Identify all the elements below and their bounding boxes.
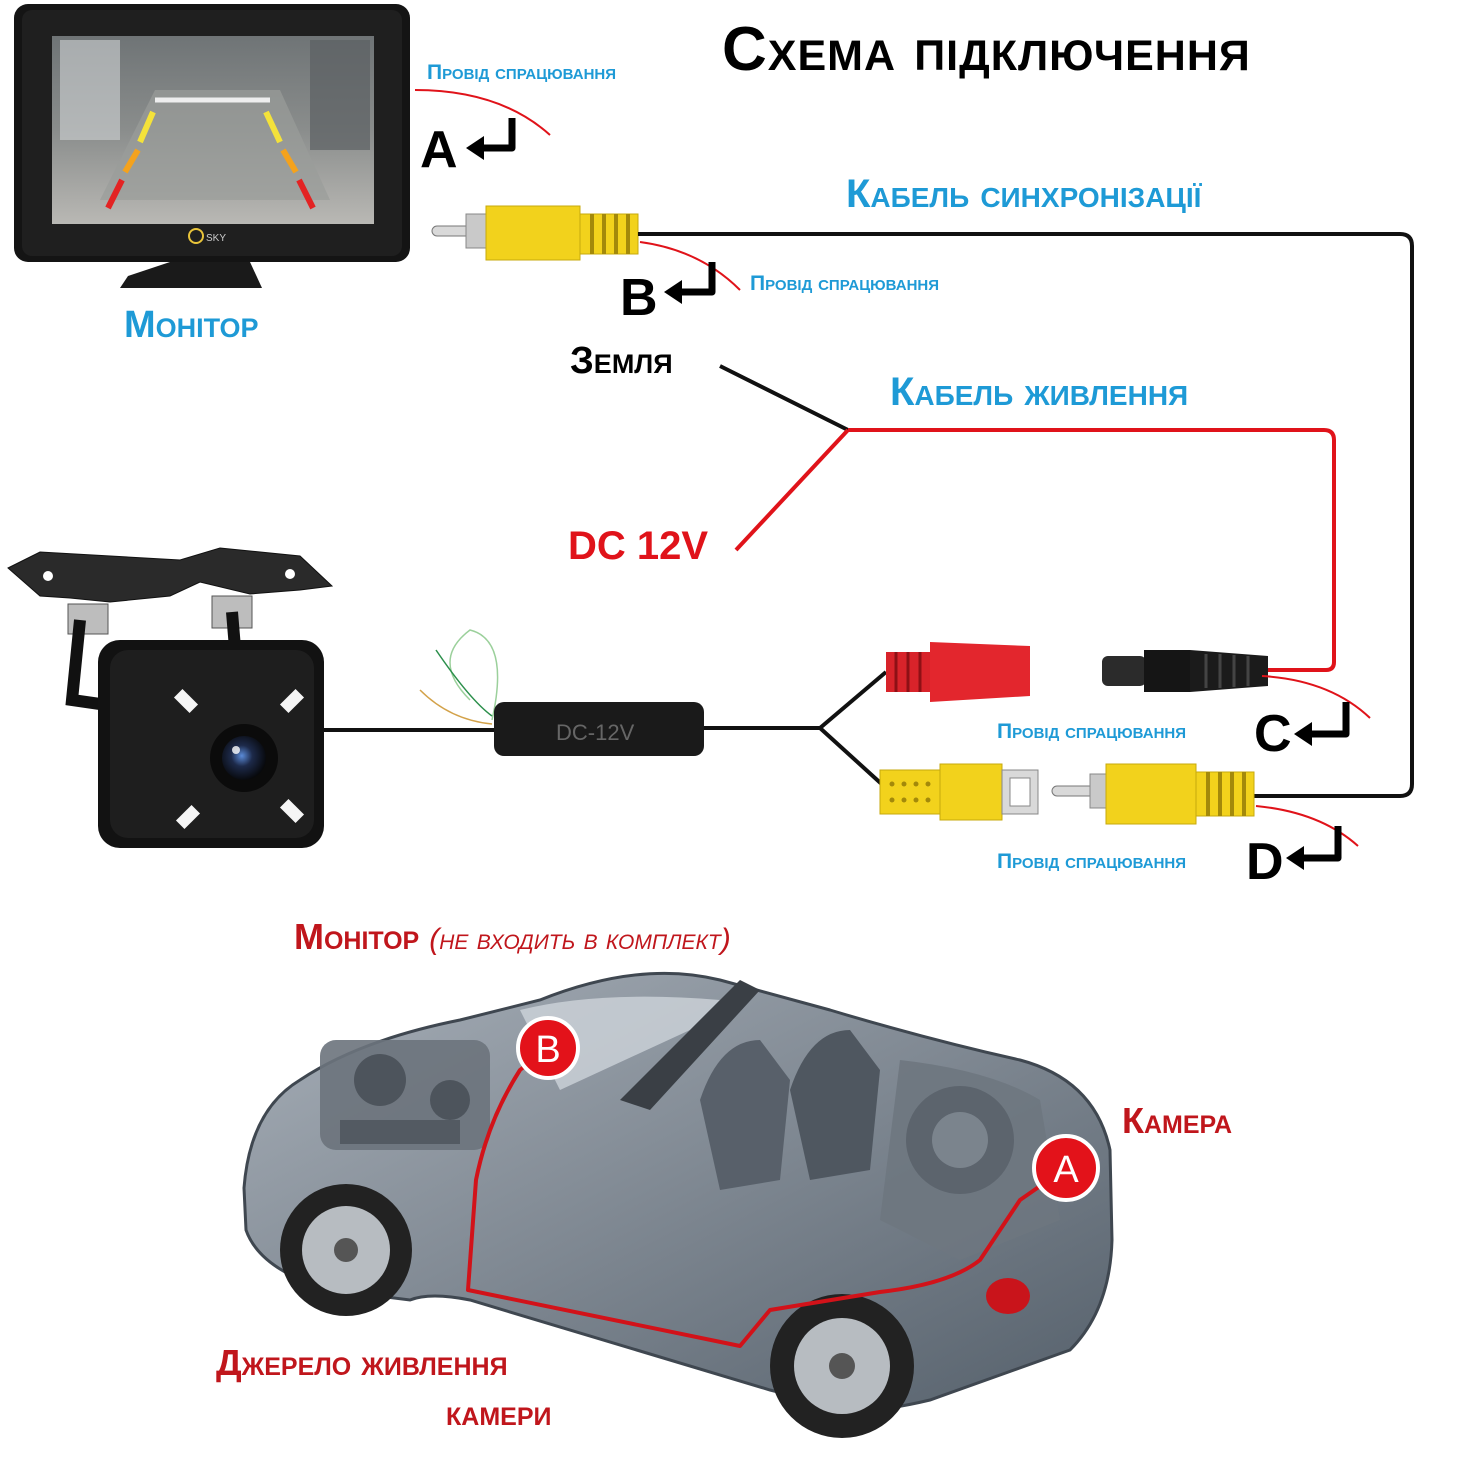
point-c-letter: C — [1254, 705, 1292, 763]
rca-socket-yellow — [879, 763, 1039, 821]
power-cable-line — [848, 428, 1336, 672]
power-source-line1: Джерело живлення — [216, 1342, 508, 1383]
car-monitor-title: Монітор — [294, 916, 420, 957]
marker-b-circle — [516, 1016, 580, 1080]
dc-socket-red — [886, 642, 1030, 702]
marker-a-label: A — [1053, 1149, 1079, 1191]
marker-b-label: B — [535, 1029, 560, 1071]
monitor-label: Монітор — [124, 304, 259, 346]
trigger-wire-a-label: Провід спрацювання — [427, 61, 617, 84]
point-b-letter: B — [620, 269, 658, 327]
brand-logo: SKY — [206, 233, 226, 244]
monitor-device: SKY — [14, 4, 410, 288]
car-camera-label: Камера — [1122, 1100, 1233, 1141]
point-a-letter: A — [420, 121, 458, 179]
car-monitor-note: (не входить в комплект) — [429, 923, 731, 956]
car-wire-route — [466, 1048, 1068, 1348]
inline-box-label: DC-12V — [556, 720, 635, 745]
sync-cable-label: Кабель синхронізації — [846, 172, 1202, 216]
ground-label: Земля — [570, 340, 673, 382]
car-illustration: B A — [242, 971, 1114, 1438]
trigger-wire-b-label: Провід спрацювання — [750, 272, 940, 295]
page-title: Схема підключення — [722, 15, 1251, 84]
dc-12v-label: DC 12V — [568, 524, 709, 568]
power-source-line2: камери — [446, 1392, 552, 1433]
trigger-wire-d-label: Провід спрацювання — [997, 850, 1187, 873]
car-monitor-label: Монітор (не входить в комплект) — [294, 916, 731, 958]
point-d-letter: D — [1246, 833, 1284, 891]
rca-plug-camera-side — [1051, 763, 1255, 825]
rca-plug-monitor — [431, 205, 639, 261]
trigger-wire-c-label: Провід спрацювання — [997, 720, 1187, 743]
power-cable-label: Кабель живлення — [890, 370, 1189, 414]
marker-a-circle — [1032, 1134, 1100, 1202]
sync-cable-line — [638, 232, 1414, 798]
dc-jack-plug — [1102, 650, 1268, 692]
camera-device — [7, 547, 334, 848]
